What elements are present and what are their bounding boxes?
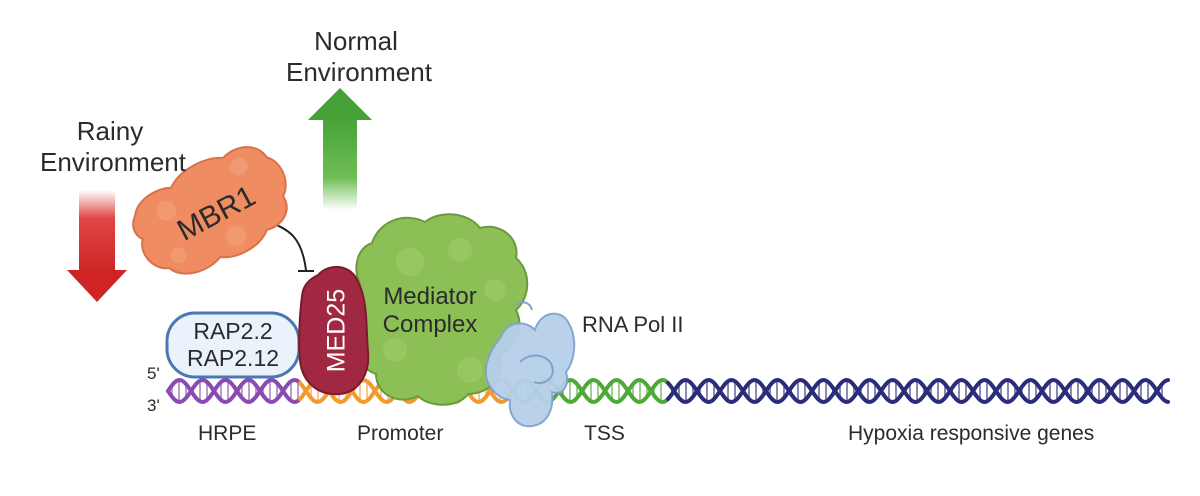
rna-pol-ii-shape [484,301,576,428]
rap-line1: RAP2.2 [193,318,273,344]
rainy-environment-down-arrow-icon [67,190,127,302]
normal-environment-line1: Normal [314,26,398,56]
strand-5-prime-label: 5' [147,364,160,383]
region-label-hypoxia-genes: Hypoxia responsive genes [848,422,1095,445]
region-label-promoter: Promoter [357,422,444,445]
region-label-tss: TSS [584,422,625,445]
dna-segment-hypoxia-genes [666,378,1170,404]
med25-shape [298,266,370,396]
region-label-hrpe: HRPE [198,422,257,445]
rap-label: RAP2.2 RAP2.12 [170,318,296,372]
normal-environment-line2: Environment [286,57,432,87]
rainy-environment-line2: Environment [40,147,186,177]
normal-environment-up-arrow-icon [308,88,372,210]
rap-line2: RAP2.12 [186,345,280,371]
mediator-complex-shape [347,213,529,406]
strand-3-prime-label: 3' [147,396,160,415]
dna-double-helix [166,378,1170,404]
mediator-complex-line2: Complex [382,311,478,338]
rna-pol-ii-label: RNA Pol II [582,312,684,337]
mediator-complex-label: Mediator Complex [370,283,490,339]
rainy-environment-label: Rainy Environment [40,116,186,178]
mbr1-shape [132,146,288,275]
dna-segment-hrpe [166,378,302,404]
normal-environment-label: Normal Environment [286,26,432,88]
rainy-environment-line1: Rainy [76,116,144,146]
med25-label: MED25 [322,288,351,373]
mediator-complex-line1: Mediator [383,283,477,310]
